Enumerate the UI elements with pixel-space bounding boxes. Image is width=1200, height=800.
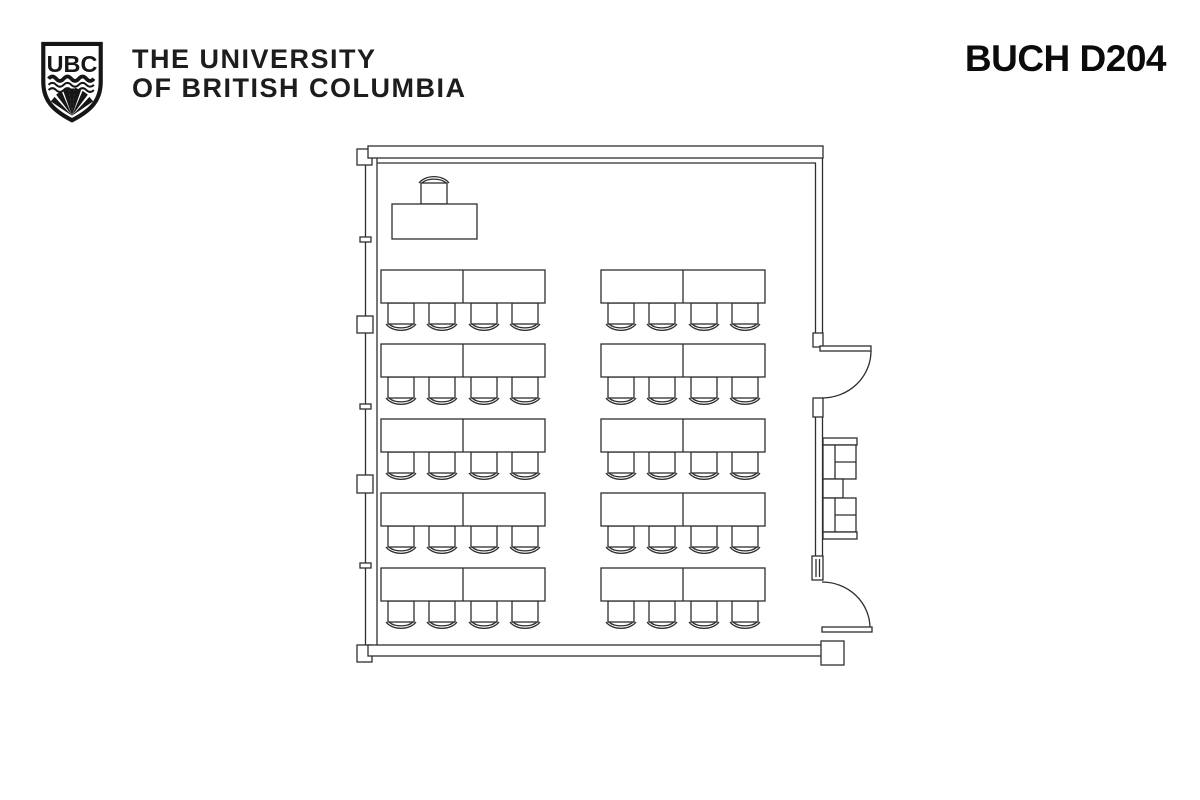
door-jamb: [812, 332, 824, 348]
window-tick: [359, 403, 372, 410]
instructor-station: [391, 175, 478, 240]
door-jamb: [811, 555, 824, 581]
cabinet-bottom-bar: [822, 531, 858, 540]
wordmark-line-2: OF BRITISH COLUMBIA: [132, 73, 467, 103]
cabinet-top-bar: [822, 437, 858, 446]
university-wordmark: THE UNIVERSITY OF BRITISH COLUMBIA: [132, 45, 466, 103]
table-block-col1-row2: [381, 344, 545, 404]
crest-sunburst: [50, 87, 94, 116]
seating-layer: [381, 270, 765, 628]
table-block-col1-row3: [381, 419, 545, 479]
door-upper: [812, 332, 872, 418]
table-block-col1-row5: [381, 568, 545, 628]
bottom-wall: [367, 644, 823, 657]
table-block-col2-row1: [601, 270, 765, 330]
cabinet-connector: [822, 478, 844, 499]
window-tick: [359, 236, 372, 243]
window-tick: [359, 562, 372, 569]
table-block-col2-row4: [601, 493, 765, 553]
door-swing-arc: [821, 350, 872, 399]
room-title: BUCH D204: [964, 38, 1167, 79]
top-wall: [367, 145, 824, 159]
table-block-col2-row2: [601, 344, 765, 404]
door-swing-arc: [821, 581, 871, 629]
wordmark-line-1: THE UNIVERSITY: [132, 44, 377, 74]
instructor-chair: [418, 175, 450, 205]
door-jamb: [812, 397, 824, 418]
ubc-crest-logo: UBC: [41, 41, 103, 123]
table-block-col2-row5: [601, 568, 765, 628]
table-block-col2-row3: [601, 419, 765, 479]
door-leaf: [819, 345, 872, 352]
door-leaf: [821, 626, 873, 633]
table-block-col1-row4: [381, 493, 545, 553]
room-walls: [367, 145, 845, 666]
window-mullion: [356, 315, 374, 334]
wall-cabinet: [822, 437, 858, 540]
instructor-desk: [391, 203, 478, 240]
door-lower: [811, 555, 873, 633]
window-wall-left: [356, 148, 378, 663]
window-mullion: [356, 474, 374, 494]
table-block-col1-row1: [381, 270, 545, 330]
corner-column-bottom-right: [820, 640, 845, 666]
crest-monogram: UBC: [47, 51, 98, 77]
